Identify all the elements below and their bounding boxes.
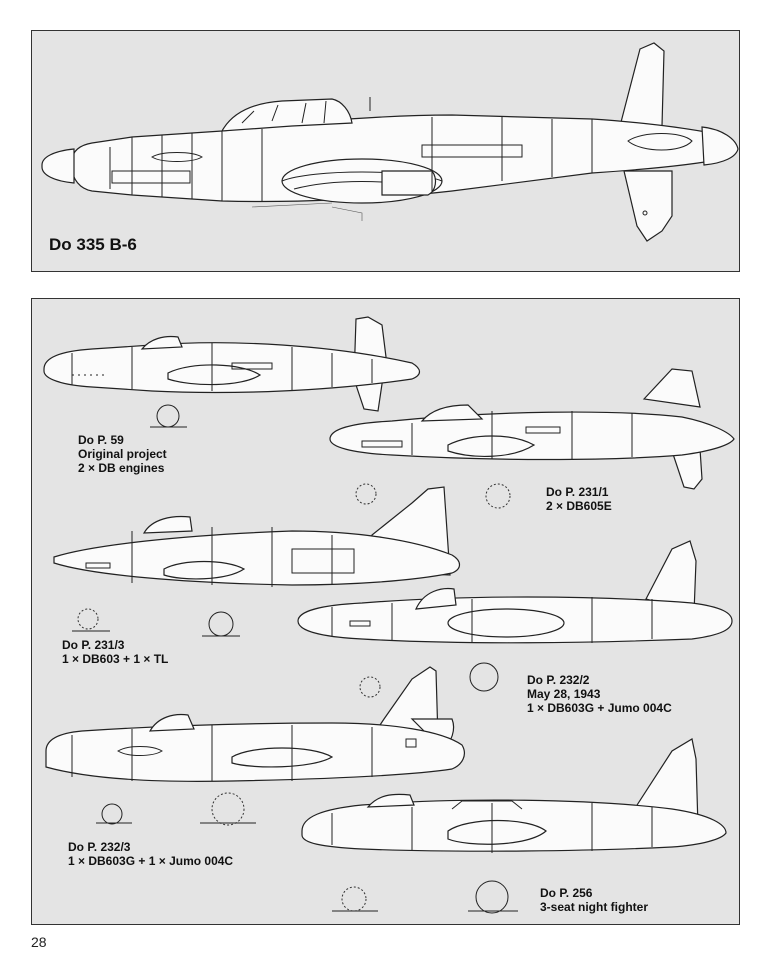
do-p59-drawing [43,316,421,428]
project-label-do-p59: Do P. 59 Original project 2 × DB engines [78,433,167,475]
project-label-do-p232-2: Do P. 232/2 May 28, 1943 1 × DB603G + Ju… [527,673,672,715]
project-label-do-p256: Do P. 256 3-seat night fighter [540,886,649,914]
project-label-do-p231-1: Do P. 231/1 2 × DB605E [546,485,612,513]
do-p256-drawing [301,738,727,914]
project-label-do-p232-3: Do P. 232/3 1 × DB603G + 1 × Jumo 004C [68,840,234,868]
do-p232-2-drawing [297,540,733,698]
do335-b6-drawing [41,42,739,242]
main-aircraft-label: Do 335 B-6 [49,235,137,254]
projects-panel: Do P. 59 Original project 2 × DB engines… [31,298,740,925]
project-drawings [43,316,735,914]
do-p231-1-drawing [329,368,735,490]
page-number: 28 [31,934,47,950]
do-p232-3-drawing [45,666,465,826]
do335-panel: Do 335 B-6 [31,30,740,272]
project-label-do-p231-3: Do P. 231/3 1 × DB603 + 1 × TL [62,638,169,666]
do-p231-3-drawing [53,483,511,637]
